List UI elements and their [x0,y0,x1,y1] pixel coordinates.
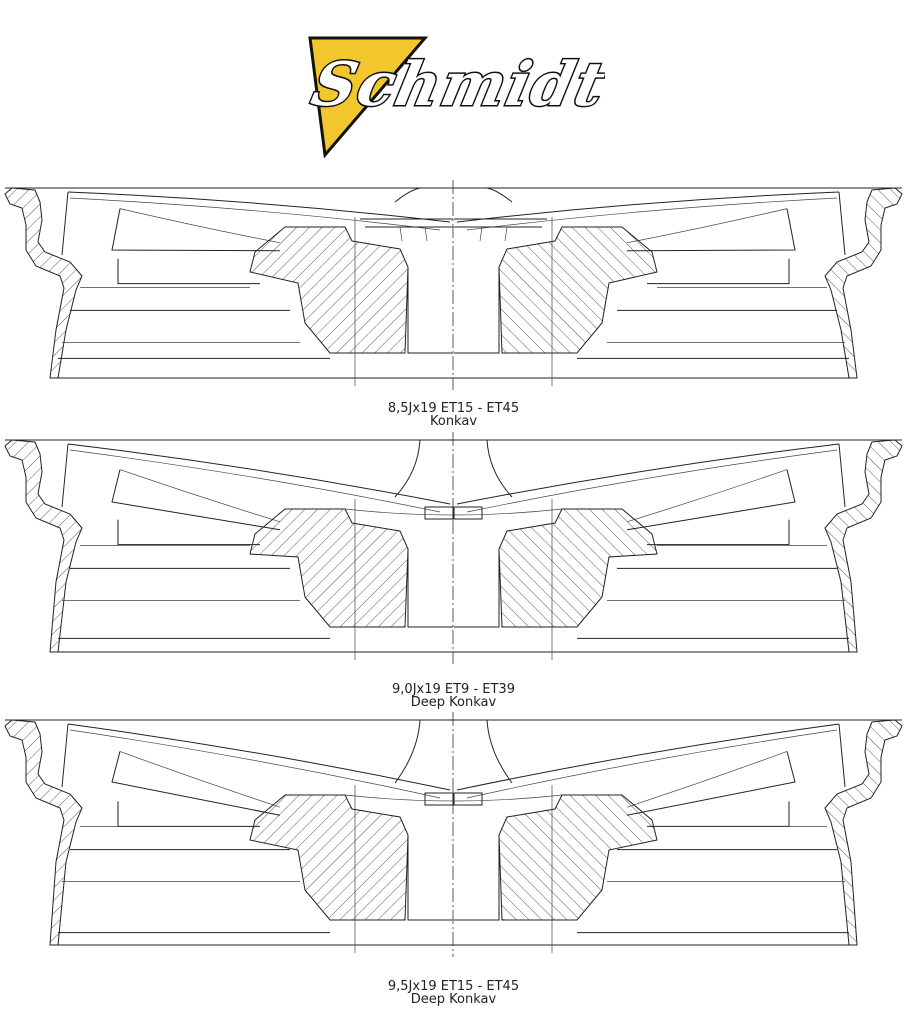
caption-2: 9,0Jx19 ET9 - ET39 Deep Konkav [0,683,907,709]
spoke-window [117,801,260,827]
spoke-outline [626,443,846,531]
spoke-outline [626,191,846,256]
spoke-window [647,258,790,285]
spoke-inner-line [119,751,281,808]
spoke-outline [61,723,281,816]
spoke-window [647,801,790,827]
spoke-face-line [69,729,441,799]
spoke-top-edge [456,443,840,505]
spoke-top-edge [67,191,451,223]
wheel-profile-label: Deep Konkav [410,695,497,710]
wheel-size-label: 9,0Jx19 ET9 - ET39 [392,682,515,697]
center-spoke [394,719,454,806]
center-bore [454,835,500,921]
caption-1: 8,5Jx19 ET15 - ET45 Konkav [0,402,907,428]
wheel-section-1 [0,180,907,390]
half-section-left [4,439,454,660]
half-section-right [454,187,903,386]
spoke-face-line [69,197,441,231]
wheel-cross-section [4,712,903,957]
logo-triangle [308,36,429,159]
spoke-inner-line [119,208,281,244]
half-section-left [4,187,453,386]
cap-detail [479,226,508,242]
rim-barrel-hatched [824,439,903,653]
center-spoke [453,719,513,806]
half-section-left [4,719,454,953]
center-bore [454,549,500,628]
cap-detail [344,508,454,516]
half-section-right [453,439,903,660]
hub-hatched [249,226,409,354]
wheel-cross-section [4,432,903,664]
spoke-face-line [466,197,838,231]
center-bore [407,835,453,921]
wheel-drawing [4,712,903,957]
spoke-face-line [466,449,838,513]
center-bore [407,267,453,354]
cap-detail [453,794,563,802]
rim-barrel-hatched [824,719,903,946]
logo-wordmark: Schmidt [306,50,605,120]
center-bore [407,549,453,628]
spoke-face-line [466,729,838,799]
rim-barrel-hatched [4,187,83,379]
spoke-top-edge [456,723,840,791]
spoke-top-edge [456,191,840,223]
center-cap [360,187,453,228]
spoke-window [117,519,260,546]
rim-barrel-hatched [824,187,903,379]
wheel-cross-section [4,180,903,390]
rim-barrel-hatched [4,719,83,946]
spoke-outline [626,723,846,816]
hub-hatched [498,794,658,921]
half-section-right [453,719,903,953]
spoke-inner-line [626,469,788,523]
hub-hatched [498,226,658,354]
wheel-drawing [4,432,903,664]
wheel-section-2 [0,432,907,664]
cap-detail [344,794,454,802]
spoke-inner-line [119,469,281,523]
rim-barrel-hatched [4,439,83,653]
cap-detail [453,508,563,516]
spoke-window [647,519,790,546]
spoke-top-edge [67,723,451,791]
caption-3: 9,5Jx19 ET15 - ET45 Deep Konkav [0,980,907,1006]
center-bore [454,267,500,354]
hub-hatched [249,508,409,628]
hub-hatched [249,794,409,921]
cap-detail [399,226,428,242]
hub-hatched [498,508,658,628]
spoke-outline [61,191,281,256]
spoke-inner-line [626,751,788,808]
wheel-size-label: 9,5Jx19 ET15 - ET45 [387,979,520,994]
spoke-window [117,258,260,285]
wheel-size-label: 8,5Jx19 ET15 - ET45 [387,401,520,416]
wheel-profile-label: Deep Konkav [410,992,497,1007]
center-spoke [453,439,513,520]
spoke-face-line [69,449,441,513]
spoke-inner-line [626,208,788,244]
spoke-outline [61,443,281,531]
wheel-section-3 [0,712,907,957]
schmidt-logo: Schmidt [305,36,605,159]
wheel-profile-label: Konkav [429,414,478,429]
center-cap [454,187,547,228]
center-spoke [394,439,454,520]
spoke-top-edge [67,443,451,505]
wheel-drawing [4,180,903,390]
